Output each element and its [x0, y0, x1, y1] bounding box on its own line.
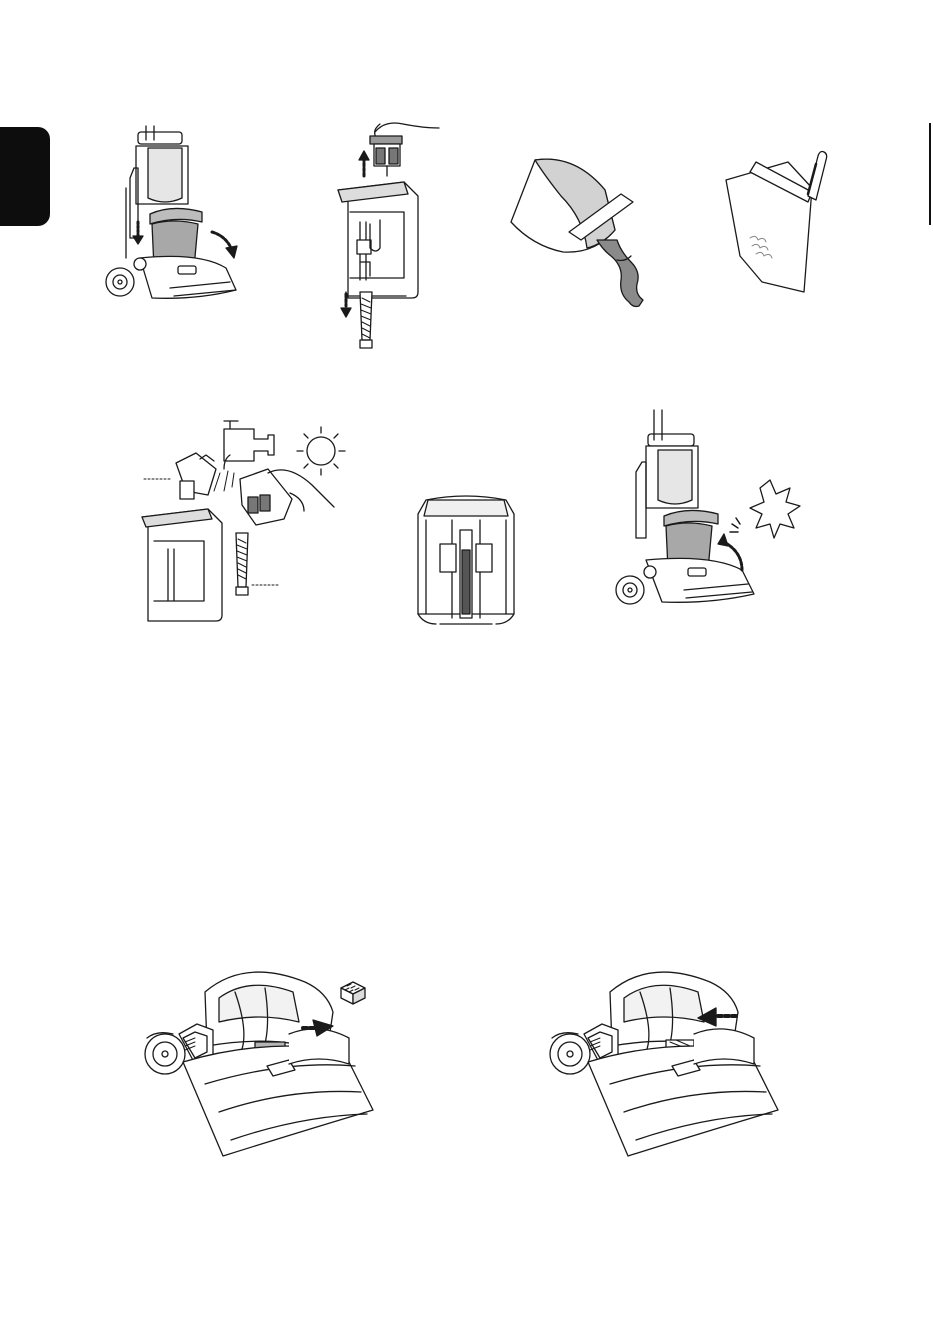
- language-tab: [0, 127, 50, 226]
- check-water-temperature-illustration: [720, 150, 840, 295]
- insert-nozzle-filter-illustration: [540, 962, 795, 1172]
- lift-out-filter-illustration: [330, 112, 440, 367]
- refit-tank-click-illustration: [612, 410, 812, 615]
- cleaner-remove-tank-illustration: [100, 118, 250, 313]
- pour-dirty-water-illustration: [505, 152, 655, 312]
- page-edge-mark: [929, 123, 931, 225]
- rinse-and-dry-parts-illustration: [140, 415, 355, 625]
- remove-nozzle-filter-illustration: [135, 962, 390, 1172]
- reassembled-tank-illustration: [410, 490, 520, 630]
